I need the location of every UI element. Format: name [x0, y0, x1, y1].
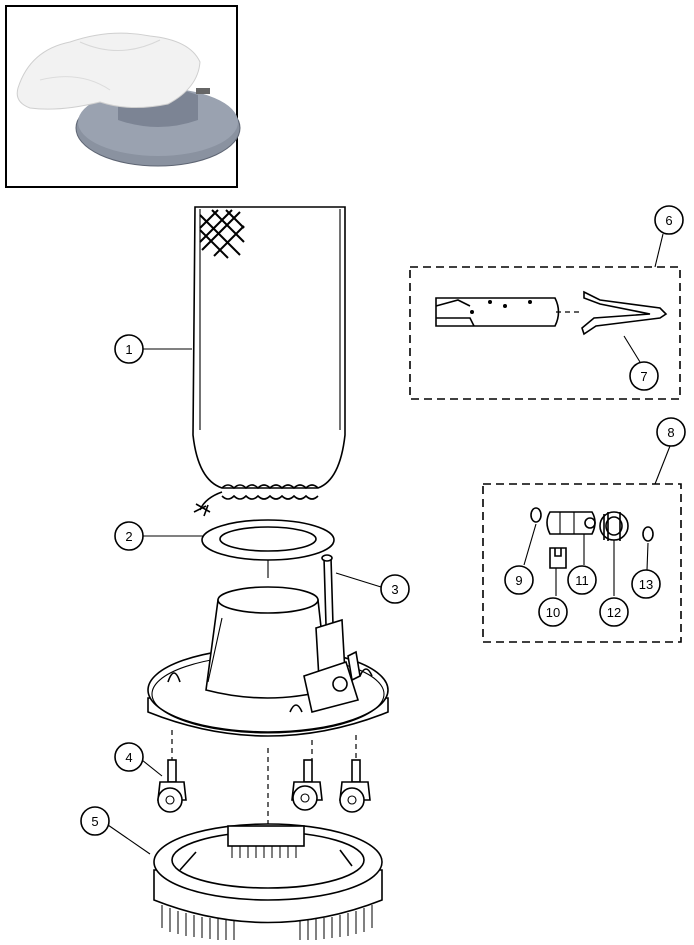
svg-text:7: 7 — [640, 369, 647, 384]
filter-bag — [192, 206, 346, 517]
callout-5: 5 — [80, 806, 110, 836]
product-photo — [5, 5, 241, 188]
callout-9: 9 — [504, 565, 534, 595]
callout-2: 2 — [114, 521, 144, 551]
callout-6: 6 — [654, 205, 684, 235]
svg-text:9: 9 — [515, 573, 522, 588]
base-housing — [147, 586, 389, 737]
svg-text:1: 1 — [125, 342, 132, 357]
callout-3: 3 — [380, 574, 410, 604]
callout-12: 12 — [599, 597, 629, 627]
leader-lines — [107, 348, 382, 855]
caster-middle — [291, 759, 323, 811]
ring-gasket — [201, 519, 335, 578]
svg-text:4: 4 — [125, 750, 132, 765]
fitting-group — [482, 445, 682, 643]
svg-text:6: 6 — [665, 213, 672, 228]
callout-10: 10 — [538, 597, 568, 627]
callout-11: 11 — [567, 565, 597, 595]
linkage-group — [409, 233, 681, 400]
callout-8: 8 — [656, 417, 686, 447]
callout-13: 13 — [631, 569, 661, 599]
svg-text:10: 10 — [546, 605, 560, 620]
svg-text:13: 13 — [639, 577, 653, 592]
callout-4: 4 — [114, 742, 144, 772]
caster-right — [339, 759, 371, 813]
svg-text:3: 3 — [391, 582, 398, 597]
svg-text:12: 12 — [607, 605, 621, 620]
svg-text:5: 5 — [91, 814, 98, 829]
svg-text:8: 8 — [667, 425, 674, 440]
svg-text:2: 2 — [125, 529, 132, 544]
rod-pin — [321, 554, 334, 626]
brush-ring — [153, 823, 383, 940]
caster-guides — [171, 730, 357, 830]
callout-7: 7 — [629, 361, 659, 391]
caster-left — [157, 759, 187, 813]
svg-text:11: 11 — [575, 573, 589, 588]
mesh-pattern — [199, 209, 245, 259]
callout-1: 1 — [114, 334, 144, 364]
bristles — [161, 905, 373, 940]
